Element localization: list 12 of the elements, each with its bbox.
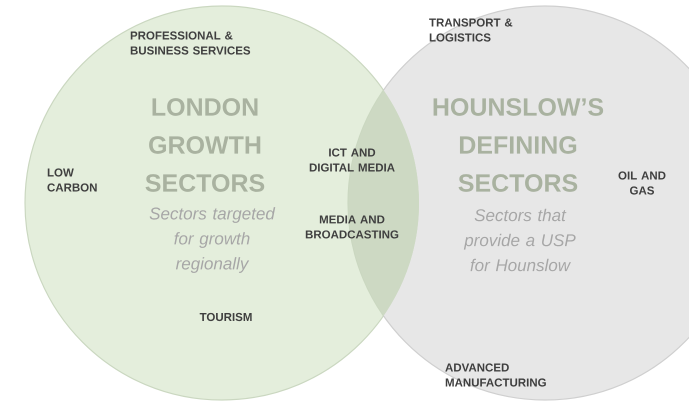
circle-heading: LONDON GROWTH SECTORS: [146, 98, 264, 192]
sector-label: PROFESSIONAL & BUSINESS SERVICES: [130, 31, 250, 55]
sector-label: OIL AND GAS: [618, 171, 666, 195]
sector-label: ICT AND DIGITAL MEDIA: [310, 148, 395, 172]
sector-label: TRANSPORT & LOGISTICS: [429, 18, 512, 42]
circle-heading: HOUNSLOW’S DEFINING SECTORS: [434, 98, 604, 192]
sector-label: LOW CARBON: [47, 168, 97, 192]
sector-label: ADVANCED MANUFACTURING: [445, 363, 546, 387]
sector-label: TOURISM: [200, 312, 252, 322]
circle-description: Sectors targeted for growth regionally: [150, 207, 276, 273]
sector-label: MEDIA AND BROADCASTING: [306, 216, 398, 238]
circle-description: Sectors that provide a USP for Hounslow: [464, 208, 576, 272]
